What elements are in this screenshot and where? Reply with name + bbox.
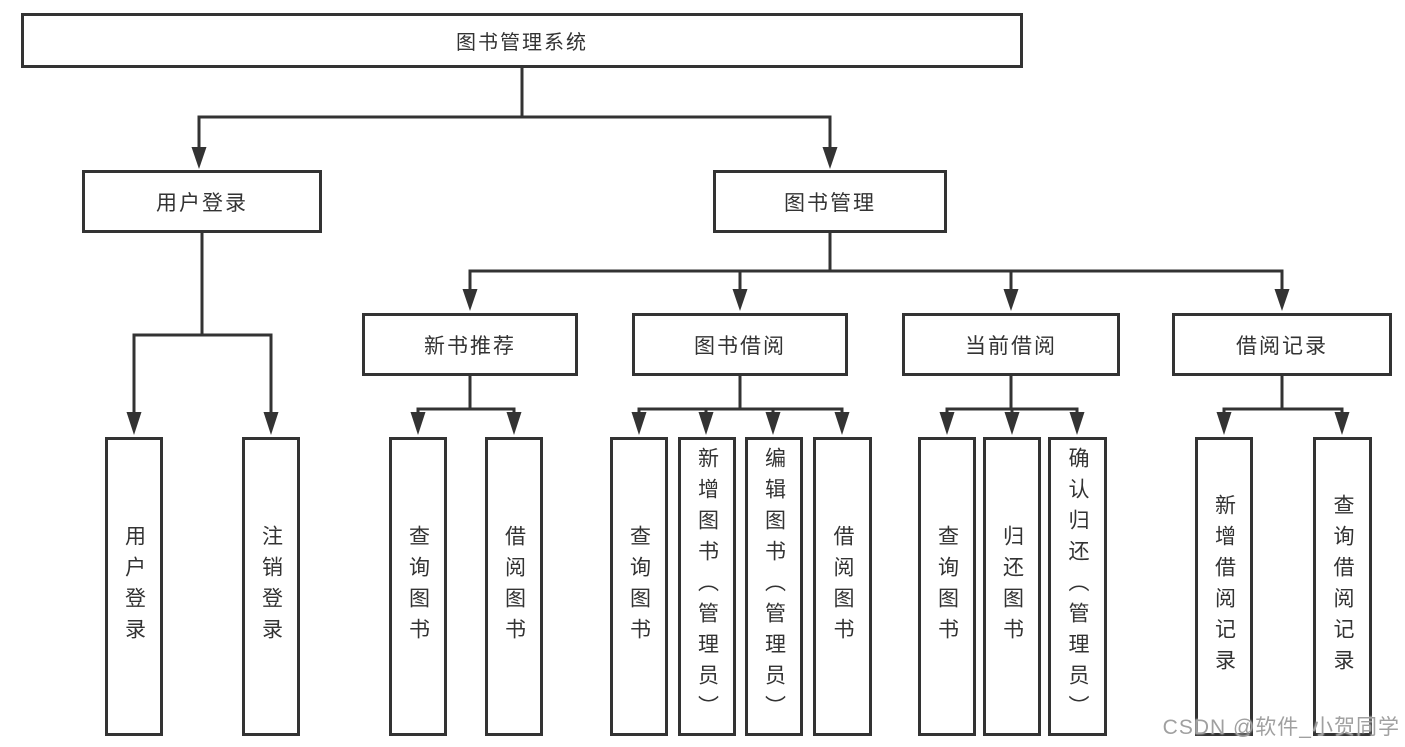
leaf-user-login-label: 用户登录 xyxy=(122,524,146,649)
arrowhead-down-icon xyxy=(732,289,748,311)
arrowhead-down-icon xyxy=(1216,412,1232,435)
node-new-book-recommend: 新书推荐 xyxy=(362,313,578,376)
leaf-add-borrow-record-label: 新增借阅记录 xyxy=(1212,493,1236,680)
leaf-borrow-books: 借阅图书 xyxy=(813,437,872,736)
leaf-add-borrow-record: 新增借阅记录 xyxy=(1195,437,1253,736)
connector-current-borrowing-to-leaves xyxy=(939,376,1085,435)
arrowhead-down-icon xyxy=(126,412,142,435)
leaf-query-books-current: 查询图书 xyxy=(918,437,976,736)
node-new-book-recommend-label: 新书推荐 xyxy=(424,334,516,358)
leaf-return-book-label: 归还图书 xyxy=(1000,524,1024,649)
node-user-login: 用户登录 xyxy=(82,170,322,233)
connector-root-to-level2 xyxy=(191,68,838,169)
arrowhead-down-icon xyxy=(765,412,781,435)
node-root-label: 图书管理系统 xyxy=(456,32,588,54)
arrowhead-down-icon xyxy=(631,412,647,435)
leaf-query-books-current-label: 查询图书 xyxy=(935,524,959,649)
arrowhead-down-icon xyxy=(1274,289,1290,311)
connector-book-borrowing-to-leaves xyxy=(631,376,850,435)
node-current-borrowing-label: 当前借阅 xyxy=(965,334,1057,358)
watermark: CSDN @软件_小贺同学 xyxy=(1162,716,1400,739)
leaf-query-books-borrowing: 查询图书 xyxy=(610,437,668,736)
arrowhead-down-icon xyxy=(1004,412,1020,435)
arrowhead-down-icon xyxy=(1003,289,1019,311)
connector-user-login-to-leaves xyxy=(126,233,279,435)
arrowhead-down-icon xyxy=(939,412,955,435)
leaf-borrow-books-recommend: 借阅图书 xyxy=(485,437,543,736)
node-book-borrowing-label: 图书借阅 xyxy=(694,334,786,358)
arrowhead-down-icon xyxy=(506,412,522,435)
leaf-add-book-admin-label: 新增图书（管理员） xyxy=(695,447,719,726)
arrowhead-down-icon xyxy=(1069,412,1085,435)
leaf-logout-login: 注销登录 xyxy=(242,437,300,736)
arrowhead-down-icon xyxy=(1334,412,1350,435)
leaf-borrow-books-recommend-label: 借阅图书 xyxy=(502,524,526,649)
leaf-logout-login-label: 注销登录 xyxy=(259,524,283,649)
node-book-management: 图书管理 xyxy=(713,170,947,233)
leaf-user-login: 用户登录 xyxy=(105,437,163,736)
node-current-borrowing: 当前借阅 xyxy=(902,313,1120,376)
arrowhead-down-icon xyxy=(834,412,850,435)
node-borrowing-records-label: 借阅记录 xyxy=(1236,334,1328,358)
connector-borrowing-records-to-leaves xyxy=(1216,376,1350,435)
node-root: 图书管理系统 xyxy=(21,13,1023,68)
connector-book-management-to-level3 xyxy=(462,233,1290,311)
leaf-query-books-borrowing-label: 查询图书 xyxy=(627,524,651,649)
leaf-confirm-return-admin: 确认归还（管理员） xyxy=(1048,437,1107,736)
leaf-borrow-books-label: 借阅图书 xyxy=(831,524,854,649)
node-user-login-label: 用户登录 xyxy=(156,191,248,215)
leaf-confirm-return-admin-label: 确认归还（管理员） xyxy=(1066,447,1089,726)
arrowhead-down-icon xyxy=(698,412,714,435)
connector-new-book-recommend-to-leaves xyxy=(410,376,522,435)
node-book-management-label: 图书管理 xyxy=(784,191,876,215)
node-book-borrowing: 图书借阅 xyxy=(632,313,848,376)
arrowhead-down-icon xyxy=(822,147,838,169)
leaf-add-book-admin: 新增图书（管理员） xyxy=(678,437,736,736)
leaf-query-borrow-record-label: 查询借阅记录 xyxy=(1331,493,1354,680)
arrowhead-down-icon xyxy=(462,289,478,311)
leaf-query-borrow-record: 查询借阅记录 xyxy=(1313,437,1372,736)
arrowhead-down-icon xyxy=(263,412,279,435)
leaf-edit-book-admin-label: 编辑图书（管理员） xyxy=(762,447,786,726)
leaf-query-books-recommend: 查询图书 xyxy=(389,437,447,736)
arrowhead-down-icon xyxy=(410,412,426,435)
node-borrowing-records: 借阅记录 xyxy=(1172,313,1392,376)
leaf-return-book: 归还图书 xyxy=(983,437,1041,736)
leaf-query-books-recommend-label: 查询图书 xyxy=(406,524,430,649)
arrowhead-down-icon xyxy=(191,147,207,169)
leaf-edit-book-admin: 编辑图书（管理员） xyxy=(745,437,803,736)
